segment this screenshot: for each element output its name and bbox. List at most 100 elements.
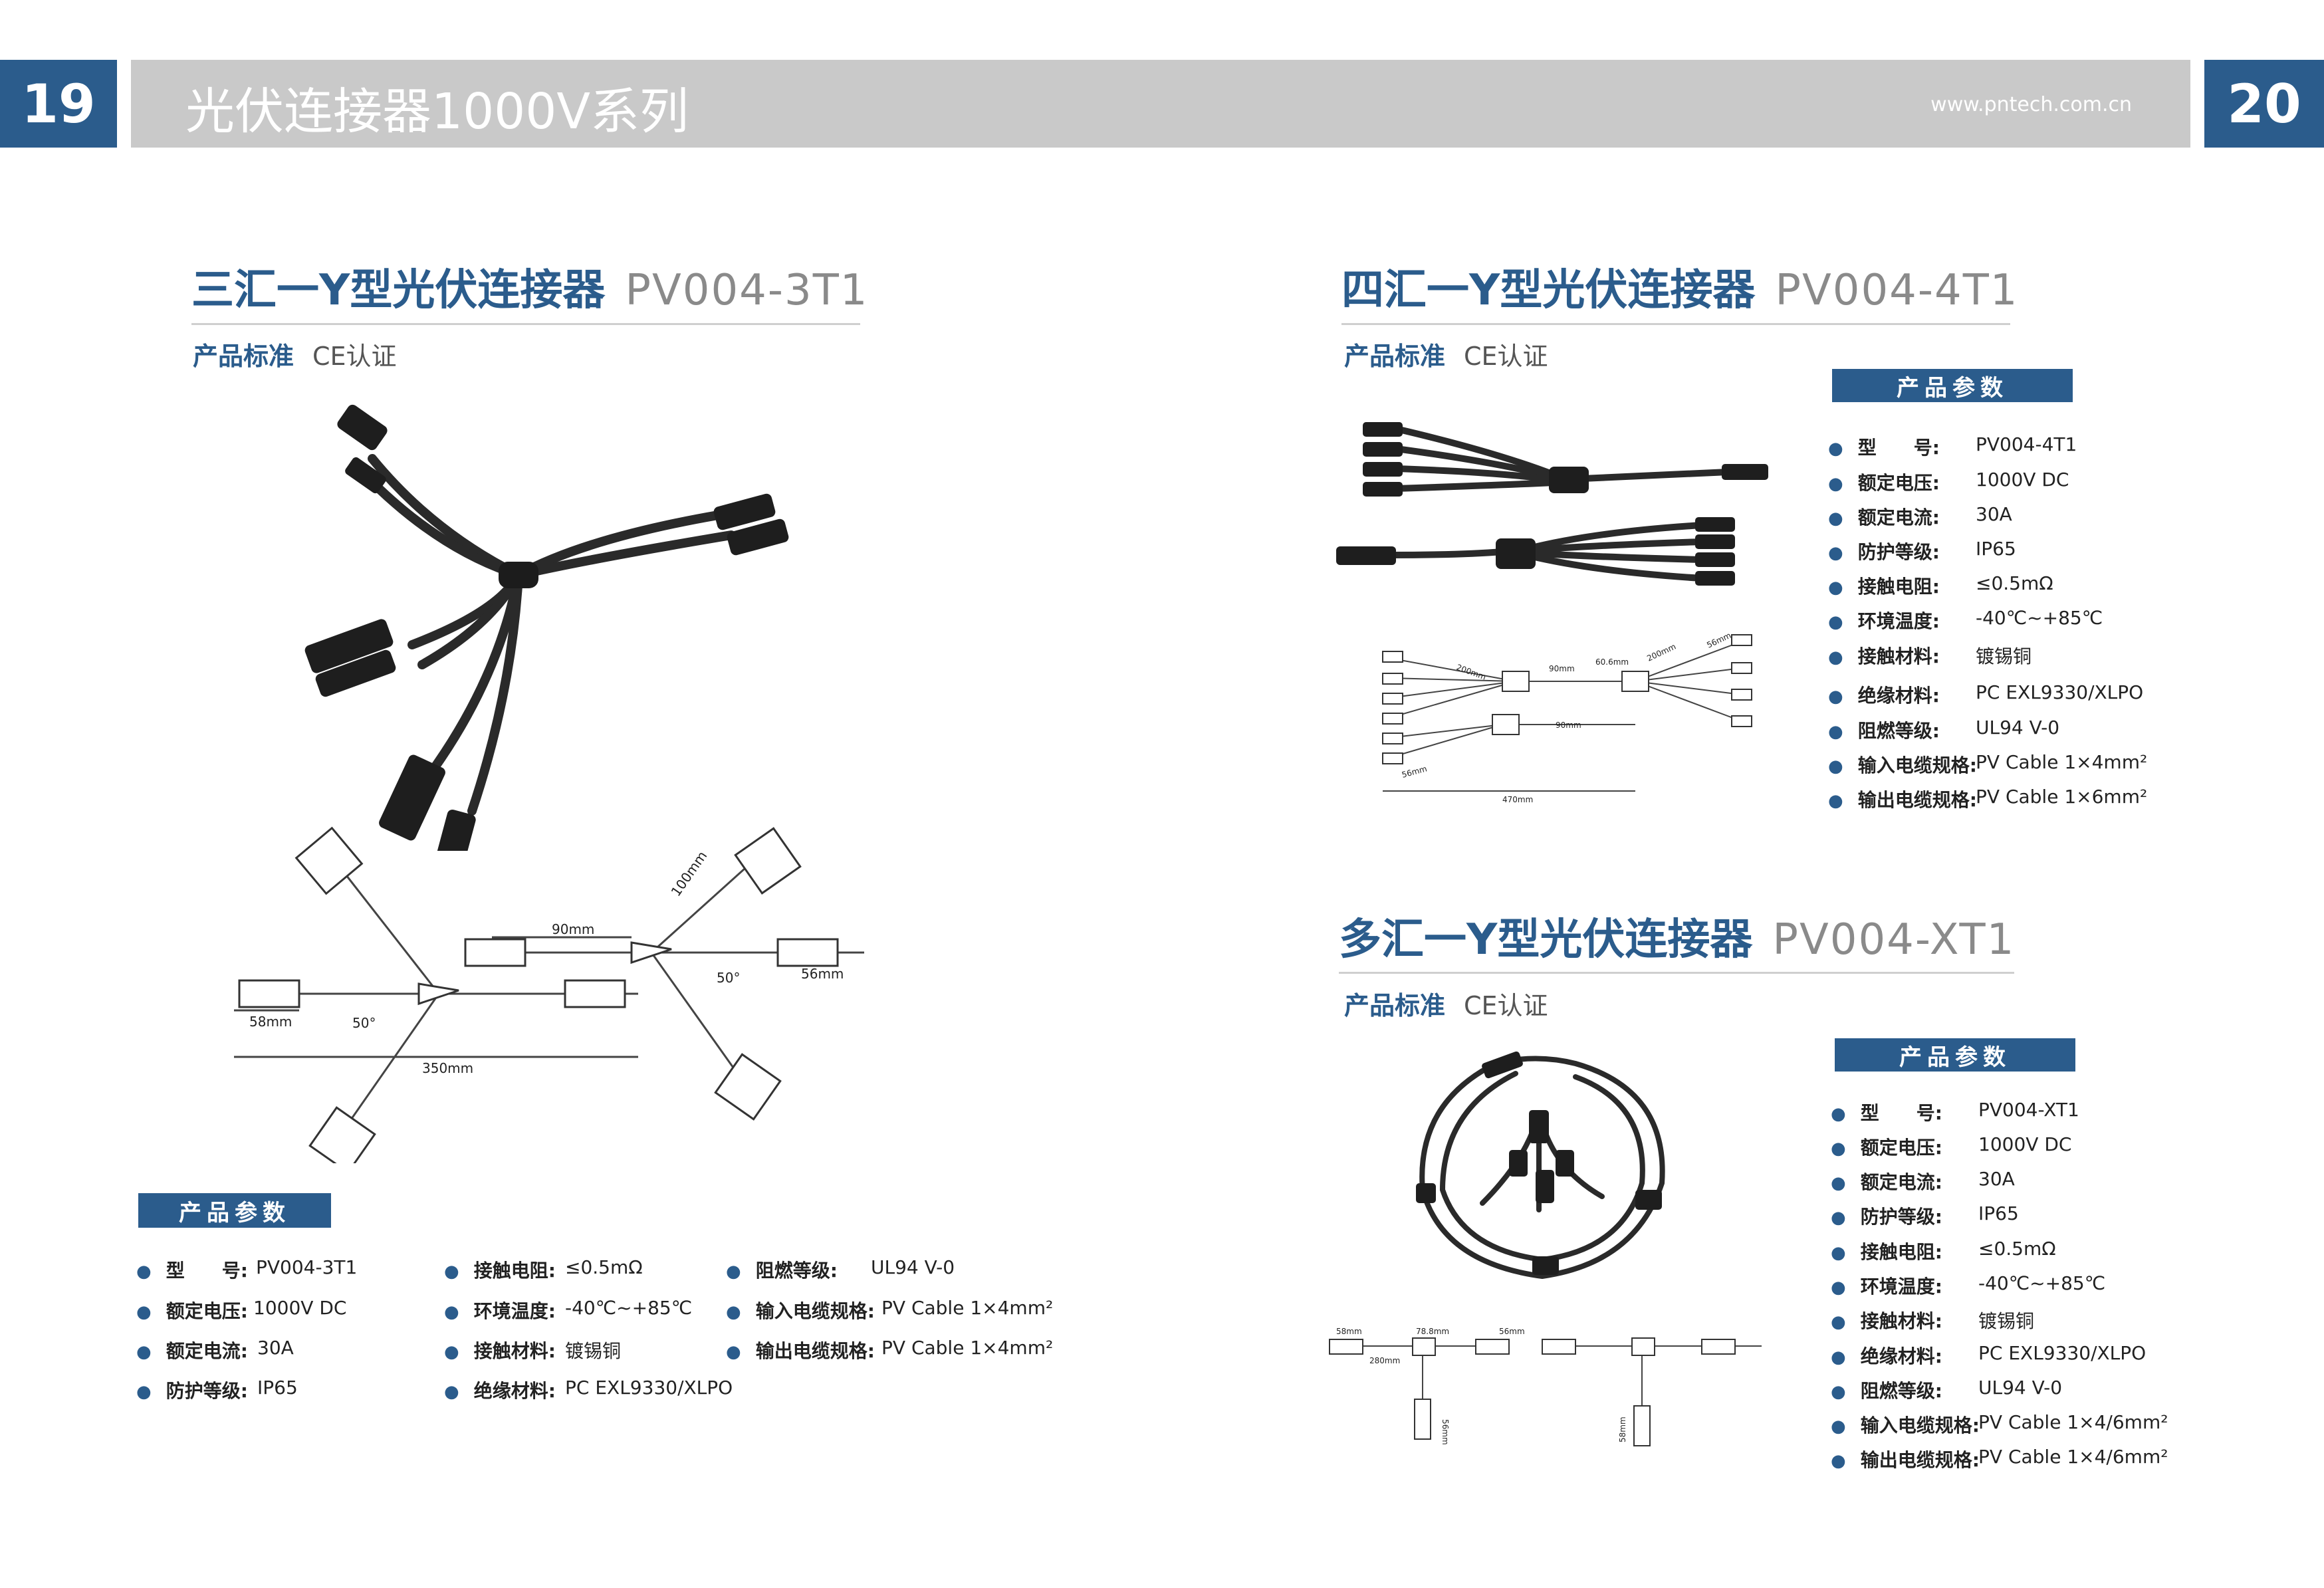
spec-value: PV004-XT1 [1978, 1099, 2079, 1121]
params-header: 产品参数 [1832, 369, 2073, 402]
spec-contact-resistance: ●接触电阻:≤0.5mΩ [444, 1256, 643, 1282]
dimension-drawing-4t1: 200mm 90mm 60.6mm 200mm 56mm 90mm 56mm 4… [1382, 631, 1752, 804]
spec-value: PV Cable 1×4mm² [1976, 751, 2148, 773]
spec-value: 30A [1976, 503, 2012, 525]
spec-value: PV Cable 1×4/6mm² [1978, 1446, 2168, 1468]
standard-label: 产品标准 [193, 342, 294, 371]
spec-value: 1000V DC [1978, 1133, 2072, 1155]
spec-value: UL94 V-0 [871, 1256, 955, 1278]
dimension-label: 200mm [1645, 641, 1677, 663]
spec-value: 1000V DC [1976, 469, 2069, 491]
product-code: PV004-4T1 [1775, 266, 2019, 315]
spec-value: PV Cable 1×6mm² [1976, 786, 2148, 808]
spec-key: 输入电缆规格: [1857, 754, 1977, 776]
dimension-label: 50° [352, 1015, 376, 1031]
spec-contact-material: ●接触材料:镀锡铜 [1828, 642, 2032, 669]
spec-insulation: ●绝缘材料:PC EXL9330/XLPO [444, 1377, 733, 1402]
spec-value: PV004-4T1 [1976, 433, 2077, 455]
dimension-label: 50° [717, 970, 740, 986]
title-divider [191, 323, 860, 325]
spec-key: 阻燃等级: [1860, 1380, 1942, 1402]
spec-key: 接触电阻: [1860, 1241, 1942, 1263]
params-header: 产品参数 [1835, 1038, 2075, 1072]
spec-contact-material: ●接触材料:镀锡铜 [1831, 1307, 2034, 1333]
dimension-label: 56mm [1401, 764, 1428, 780]
spec-key: 输出电缆规格: [755, 1340, 875, 1362]
spec-key: 防护等级: [166, 1380, 248, 1402]
spec-key: 阻燃等级: [1857, 720, 1940, 742]
spec-key: 额定电流: [166, 1340, 248, 1362]
spec-key: 绝缘材料: [1860, 1345, 1942, 1367]
spec-protection: ●防护等级:IP65 [1831, 1202, 2019, 1228]
spec-key: 额定电压: [166, 1300, 248, 1322]
product-title: 四汇一Y型光伏连接器 PV004-4T1 [1341, 256, 2019, 317]
dimension-label: 470mm [1502, 795, 1533, 804]
product-photo-4t1 [1336, 422, 1768, 586]
dimension-label: 58mm [1336, 1327, 1362, 1336]
spec-voltage: ●额定电压:1000V DC [136, 1297, 347, 1322]
spec-key: 额定电流: [1857, 507, 1940, 528]
spec-value: ≤0.5mΩ [565, 1256, 643, 1278]
standard-label: 产品标准 [1344, 991, 1446, 1020]
dimension-label: 56mm [801, 966, 844, 982]
product-code: PV004-XT1 [1772, 915, 2016, 964]
spec-value: -40℃~+85℃ [565, 1297, 693, 1319]
dimension-drawing-xt1: 58mm 78.8mm 56mm 280mm 56mm 58mm [1329, 1327, 1762, 1446]
product-title: 多汇一Y型光伏连接器 PV004-XT1 [1339, 905, 2015, 966]
product-name: 多汇一Y型光伏连接器 [1339, 915, 1753, 964]
spec-value: 镀锡铜 [565, 1340, 622, 1362]
website-url: www.pntech.com.cn [1930, 93, 2132, 116]
spec-flame-rating: ●阻燃等级:UL94 V-0 [1831, 1377, 2063, 1402]
spec-contact-resistance: ●接触电阻:≤0.5mΩ [1828, 572, 2053, 598]
spec-key: 阻燃等级: [755, 1260, 838, 1282]
spec-key: 绝缘材料: [473, 1380, 556, 1402]
spec-flame-rating: ●阻燃等级:UL94 V-0 [726, 1256, 955, 1282]
spec-temperature: ●环境温度:-40℃~+85℃ [1831, 1272, 2106, 1298]
spec-key: 输出电缆规格: [1860, 1449, 1980, 1471]
spec-insulation: ●绝缘材料:PC EXL9330/XLPO [1831, 1342, 2147, 1367]
spec-value: UL94 V-0 [1976, 717, 2060, 738]
spec-value: -40℃~+85℃ [1978, 1272, 2106, 1294]
spec-value: IP65 [1978, 1202, 2019, 1224]
dimension-label: 350mm [422, 1060, 473, 1076]
right-page-number: 20 [2204, 60, 2324, 148]
spec-key: 型 号: [166, 1260, 248, 1282]
spec-value: PV004-3T1 [256, 1256, 358, 1278]
dimension-label: 90mm [1556, 721, 1581, 730]
spec-temperature: ●环境温度:-40℃~+85℃ [444, 1297, 693, 1322]
product-photo-3t1 [304, 404, 789, 851]
product-name: 三汇一Y型光伏连接器 [191, 266, 606, 315]
dimension-drawing-3t1: 90mm 100mm 58mm 50° 50° 56mm 350mm [234, 826, 864, 1163]
spec-value: 30A [1978, 1168, 2015, 1190]
params-header: 产品参数 [138, 1193, 331, 1228]
spec-value: ≤0.5mΩ [1978, 1238, 2056, 1260]
spec-key: 接触材料: [1857, 645, 1940, 667]
spec-value: IP65 [1976, 538, 2016, 560]
spec-model: ●型 号:PV004-3T1 [136, 1256, 358, 1282]
catalog-title: 光伏连接器1000V系列 [185, 83, 689, 140]
spec-key: 输出电缆规格: [1857, 789, 1977, 811]
spec-key: 接触电阻: [473, 1260, 556, 1282]
left-page-number: 19 [0, 60, 117, 148]
spec-contact-resistance: ●接触电阻:≤0.5mΩ [1831, 1238, 2056, 1263]
dimension-label: 90mm [1549, 664, 1575, 673]
spec-key: 额定电压: [1860, 1137, 1942, 1159]
spec-key: 绝缘材料: [1857, 685, 1940, 707]
spec-key: 型 号: [1857, 437, 1940, 459]
spec-model: ●型 号:PV004-XT1 [1831, 1099, 2079, 1124]
spec-temperature: ●环境温度:-40℃~+85℃ [1828, 607, 2103, 632]
spec-protection: ●防护等级:IP65 [1828, 538, 2016, 563]
spec-value: PV Cable 1×4mm² [881, 1297, 1054, 1319]
spec-value: 30A [257, 1337, 294, 1359]
dimension-label: 58mm [249, 1014, 292, 1030]
spec-voltage: ●额定电压:1000V DC [1831, 1133, 2072, 1159]
spec-value: 镀锡铜 [1978, 1310, 2035, 1332]
spec-key: 接触材料: [1860, 1310, 1942, 1332]
product-name: 四汇一Y型光伏连接器 [1341, 266, 1756, 315]
spec-key: 防护等级: [1857, 541, 1940, 563]
spec-output-cable: ●输出电缆规格:PV Cable 1×4mm² [726, 1337, 1054, 1362]
spec-voltage: ●额定电压:1000V DC [1828, 469, 2069, 494]
